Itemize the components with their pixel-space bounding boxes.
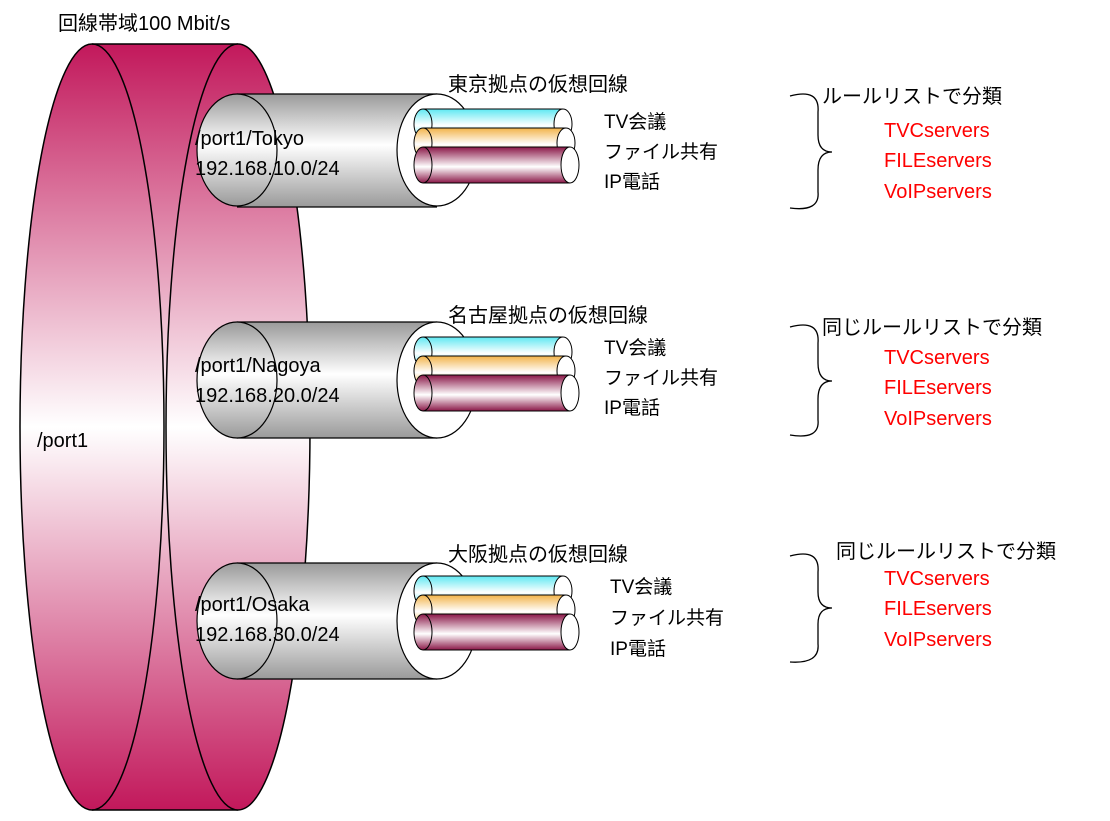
channel-tube-maroon [413, 146, 580, 184]
site-title: 東京拠点の仮想回線 [448, 73, 628, 96]
channel-label: ファイル共有 [604, 367, 718, 389]
bandwidth-label: 回線帯域100 Mbit/s [58, 12, 230, 35]
channel-tube-maroon [413, 374, 580, 412]
server-name: VoIPservers [884, 629, 992, 651]
site-tokyo: 東京拠点の仮想回線 /port1/Tokyo 192.168.10.0/24 T… [195, 73, 1002, 210]
server-name: FILEservers [884, 598, 992, 620]
channel-label: TV会議 [610, 576, 672, 598]
right-brace [789, 324, 833, 437]
channel-label: TV会議 [604, 111, 666, 133]
server-name: TVCservers [884, 347, 990, 369]
server-name: TVCservers [884, 568, 990, 590]
channel-label: IP電話 [604, 397, 660, 419]
port-name: /port1/Osaka [195, 594, 310, 616]
channel-label: TV会議 [604, 337, 666, 359]
channel-label: IP電話 [610, 638, 666, 660]
server-name: TVCservers [884, 120, 990, 142]
rule-header: 同じルールリストで分類 [836, 540, 1056, 563]
channel-label: ファイル共有 [610, 607, 724, 629]
server-name: FILEservers [884, 150, 992, 172]
right-brace [789, 93, 833, 210]
site-title: 名古屋拠点の仮想回線 [448, 304, 648, 327]
site-title: 大阪拠点の仮想回線 [448, 543, 628, 566]
right-brace [789, 553, 833, 663]
port-name: /port1/Tokyo [195, 128, 304, 150]
port-label: /port1 [37, 430, 88, 452]
port-name: /port1/Nagoya [195, 355, 322, 377]
channel-label: ファイル共有 [604, 141, 718, 163]
rule-header: 同じルールリストで分類 [822, 316, 1042, 339]
subnet: 192.168.30.0/24 [195, 624, 340, 646]
site-nagoya: 名古屋拠点の仮想回線 /port1/Nagoya 192.168.20.0/24… [195, 304, 1042, 439]
subnet: 192.168.10.0/24 [195, 158, 340, 180]
subnet: 192.168.20.0/24 [195, 385, 340, 407]
channel-label: IP電話 [604, 171, 660, 193]
channel-tube-maroon [413, 613, 580, 651]
rule-header: ルールリストで分類 [822, 85, 1002, 108]
site-osaka: 大阪拠点の仮想回線 /port1/Osaka 192.168.30.0/24 T… [195, 540, 1056, 680]
server-name: VoIPservers [884, 181, 992, 203]
server-name: VoIPservers [884, 408, 992, 430]
server-name: FILEservers [884, 377, 992, 399]
